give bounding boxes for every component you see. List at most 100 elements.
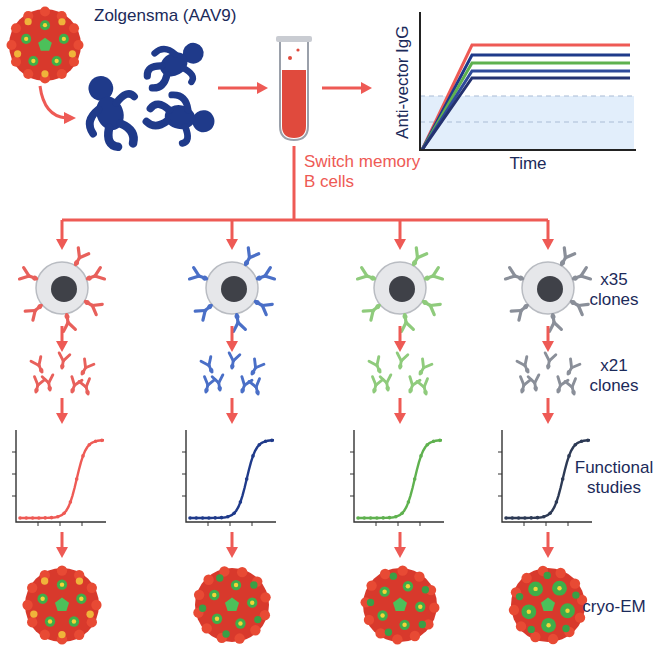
antibody-fc bbox=[376, 367, 382, 373]
capsid-bump bbox=[40, 6, 50, 16]
capsid-spike bbox=[418, 605, 422, 609]
antibody-fc bbox=[571, 390, 577, 396]
capsid-spot bbox=[222, 630, 229, 637]
droplet bbox=[288, 56, 292, 60]
antibody-symbol bbox=[517, 357, 533, 375]
antibody-arm bbox=[31, 359, 39, 368]
capsid-pore bbox=[212, 614, 222, 624]
antibody-arm bbox=[22, 268, 32, 276]
capsid-pore bbox=[76, 594, 86, 604]
capsid-pore bbox=[28, 56, 38, 66]
capsid-shell bbox=[25, 568, 99, 642]
antibody-arm bbox=[369, 359, 377, 368]
capsid-spike bbox=[533, 587, 537, 591]
arrow-shaft bbox=[547, 326, 550, 341]
capsid-shell bbox=[195, 568, 269, 642]
capsid-spike bbox=[43, 23, 47, 27]
antibody-arm bbox=[250, 251, 259, 261]
capsid-spike bbox=[79, 596, 83, 600]
capsid-spot bbox=[254, 616, 261, 623]
baby-leg bbox=[146, 117, 167, 127]
capsid-spot bbox=[14, 50, 21, 57]
titer-line bbox=[422, 78, 630, 150]
antibody-symbol bbox=[556, 248, 575, 268]
flow-arrow bbox=[322, 82, 372, 94]
capsid-pore bbox=[57, 579, 67, 589]
capsid-spot bbox=[58, 631, 65, 638]
capsid-bump bbox=[57, 69, 67, 79]
antibody-symbol bbox=[227, 353, 240, 369]
flow-arrow bbox=[542, 326, 554, 352]
arrow-shaft bbox=[322, 87, 361, 90]
antibody-arm bbox=[192, 268, 202, 276]
arrow-shaft bbox=[547, 532, 550, 547]
antibody-fc bbox=[234, 314, 240, 320]
flow-arrow bbox=[542, 220, 554, 250]
branch-line bbox=[62, 219, 548, 222]
flow-arrow bbox=[56, 532, 68, 558]
capsid-spike bbox=[250, 600, 254, 604]
flow-arrow bbox=[542, 398, 554, 424]
axis-tick bbox=[376, 522, 377, 526]
capsid-bump bbox=[509, 605, 519, 615]
axis-tick bbox=[12, 496, 16, 497]
antibody-symbol bbox=[212, 375, 225, 391]
antibody-symbol bbox=[249, 379, 263, 396]
cell-nucleus bbox=[389, 276, 415, 302]
capsid-spike bbox=[62, 37, 66, 41]
arrow-head bbox=[56, 413, 68, 424]
capsid-spike bbox=[40, 596, 44, 600]
capsid-pore bbox=[59, 34, 69, 44]
vector-label: Zolgensma (AAV9) bbox=[94, 6, 236, 26]
capsid-spot bbox=[572, 591, 579, 598]
capsid-bump bbox=[397, 566, 407, 576]
capsid-spot bbox=[390, 572, 397, 579]
capsid-pore bbox=[37, 594, 47, 604]
arrow-shaft bbox=[399, 326, 402, 341]
arrow-shaft bbox=[61, 326, 64, 341]
antibody-arm bbox=[63, 354, 70, 362]
capsid-spike bbox=[380, 613, 384, 617]
axis-tick bbox=[350, 474, 354, 475]
arrow-head bbox=[394, 341, 406, 352]
antibody-group bbox=[517, 353, 580, 396]
capsid-bump bbox=[194, 590, 204, 600]
capsid-bump bbox=[87, 617, 97, 627]
antibody-group bbox=[369, 353, 432, 396]
antibody-arm bbox=[86, 362, 94, 371]
capsid-axis bbox=[225, 598, 239, 611]
capsid-axis bbox=[393, 598, 407, 611]
antibody-arm bbox=[195, 306, 205, 316]
antibody-arm bbox=[433, 273, 443, 281]
axis-tick bbox=[182, 452, 186, 453]
plot-axes bbox=[354, 430, 444, 522]
capsid-axis bbox=[541, 598, 555, 611]
capsid-spot bbox=[419, 621, 426, 628]
antibody-fc bbox=[64, 314, 70, 320]
antibody-fc bbox=[570, 299, 577, 306]
capsid-spike bbox=[31, 59, 35, 63]
titer-line bbox=[422, 71, 630, 150]
antibody-fc bbox=[70, 387, 76, 393]
antibody-arm bbox=[418, 251, 427, 261]
antibody-arm bbox=[256, 362, 264, 371]
axis-tick bbox=[60, 522, 61, 526]
antibody-fc bbox=[520, 388, 526, 394]
antibody-symbol bbox=[405, 377, 420, 395]
plot-axes bbox=[16, 430, 106, 522]
antibody-symbol bbox=[395, 353, 408, 369]
arrow-shaft bbox=[61, 220, 64, 239]
antibody-group bbox=[201, 353, 264, 396]
capsid-spot bbox=[216, 574, 223, 581]
flow-arrow bbox=[218, 82, 268, 94]
antibody-arm bbox=[522, 357, 530, 366]
antibody-symbol bbox=[42, 375, 55, 391]
antibody-fc bbox=[556, 387, 562, 393]
antibody-fc bbox=[402, 314, 408, 320]
capsid-bump bbox=[69, 23, 79, 33]
capsid-bump bbox=[530, 632, 540, 642]
flow-arrow bbox=[226, 398, 238, 424]
axis-tick bbox=[12, 452, 16, 453]
antibody-symbol bbox=[571, 268, 591, 285]
binding-curve bbox=[358, 440, 442, 518]
